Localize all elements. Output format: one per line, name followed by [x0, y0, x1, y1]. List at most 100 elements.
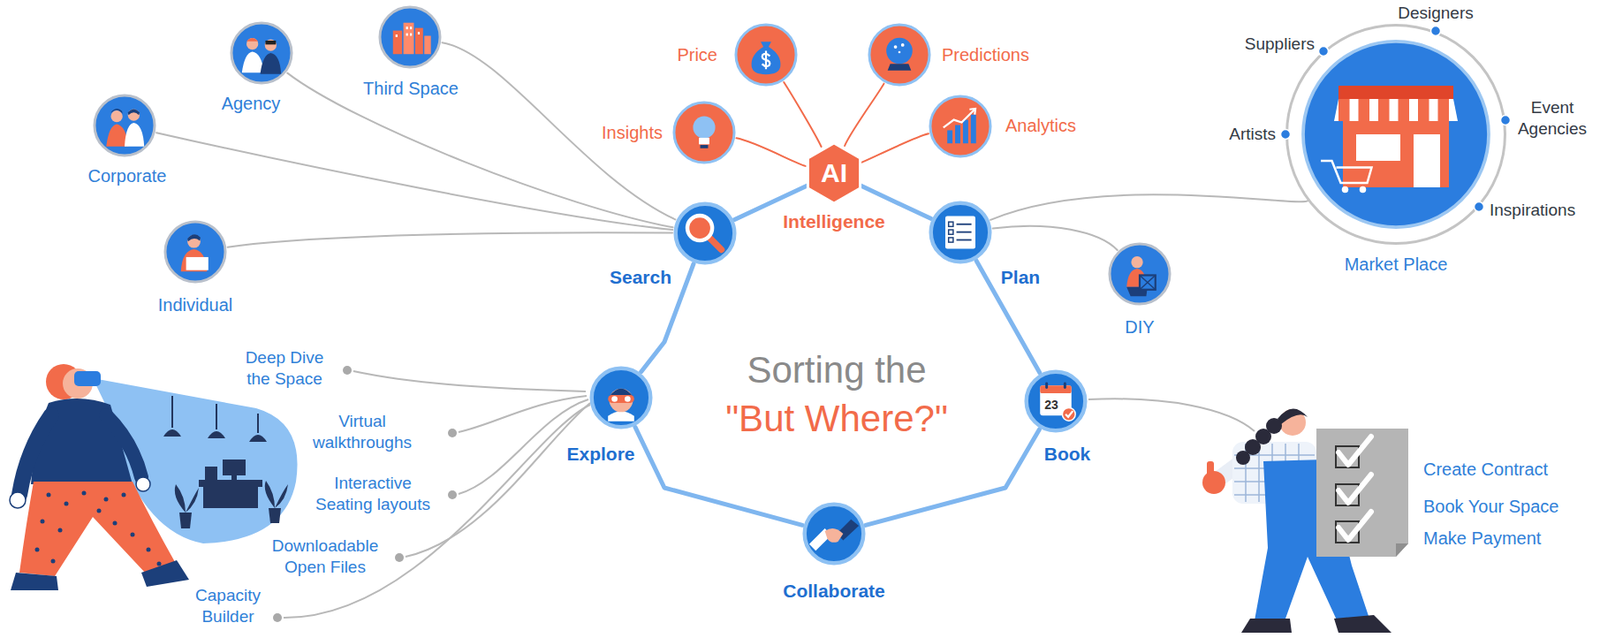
booking-girl-figure — [1277, 408, 1308, 425]
marketplace-circle-shape — [1287, 24, 1506, 243]
booking-girl-figure — [1202, 408, 1409, 633]
book-leader-line — [1088, 398, 1255, 432]
booking-girl-figure — [1338, 511, 1372, 540]
marketplace-dots — [1501, 115, 1511, 126]
connector-line — [635, 426, 803, 525]
marketplace-circle-shape — [1338, 98, 1350, 122]
booking-step: Book Your Space — [1423, 495, 1559, 517]
user-type-circle-shape — [187, 234, 201, 242]
ai-feature-circle-shape — [674, 102, 735, 163]
book-step-shape — [1026, 371, 1086, 432]
book-step-shape — [1063, 382, 1067, 389]
vr-explorer-figure — [136, 477, 151, 492]
explore-feature: Deep Dive the Space — [235, 347, 334, 390]
ai-feature-circle-label: Analytics — [1005, 114, 1077, 137]
vr-explorer-figure — [104, 497, 109, 502]
ai-feature-circle-label: Price — [676, 44, 718, 66]
connector-line — [287, 73, 673, 228]
marketplace-role: Artists — [1228, 124, 1276, 145]
marketplace-dots — [1319, 46, 1329, 57]
marketplace-circle-shape — [1338, 85, 1454, 99]
vr-explorer-figure — [171, 395, 174, 428]
vr-explorer-figure — [215, 403, 218, 430]
connector-line — [865, 429, 1040, 525]
booking-girl-figure — [1241, 618, 1292, 633]
connector-line — [976, 260, 1040, 373]
plan-step-shape — [956, 239, 972, 242]
user-type-circle: Individual — [162, 219, 228, 285]
marketplace-role: Inspirations — [1489, 200, 1576, 221]
ai-feature-circle-shape — [901, 43, 905, 47]
ai-feature-circle-shape — [733, 22, 799, 88]
marketplace-circle-shape — [1418, 98, 1430, 122]
connector-line — [861, 133, 929, 163]
plan-option-circle-shape — [1139, 274, 1156, 289]
vr-explorer-figure — [265, 480, 289, 509]
marketplace-circle-shape — [1356, 134, 1401, 161]
ai-feature-circle-label: Predictions — [941, 44, 1030, 66]
user-type-circle-shape — [395, 34, 398, 38]
vr-explorer-figure — [113, 521, 118, 526]
user-type-circle-shape — [231, 22, 292, 84]
leader-dot — [447, 428, 457, 438]
vr-explorer-figure — [130, 532, 136, 538]
ai-feature-circle-shape — [692, 116, 715, 139]
collaborate-step-label: Collaborate — [782, 579, 886, 602]
marketplace-circle-shape — [1438, 98, 1450, 122]
booking-girl-figure — [1338, 436, 1372, 540]
vr-explorer-figure — [157, 561, 162, 567]
user-type-circle-shape — [409, 33, 412, 37]
plan-step: Plan — [927, 199, 994, 266]
ai-feature-circle: Analytics — [927, 93, 994, 160]
calendar-date: 23 — [1044, 397, 1059, 413]
title-line: "But Where?" — [725, 396, 948, 441]
vr-explorer-figure — [46, 492, 52, 498]
plan-step-shape — [931, 203, 991, 263]
vr-explorer-figure — [198, 479, 263, 487]
vr-explorer-figure — [106, 415, 142, 478]
plan-option-circle-label: DIY — [1124, 316, 1154, 338]
explore-step: Explore — [588, 364, 654, 431]
marketplace-dots — [1281, 129, 1291, 140]
vr-explorer-figure — [9, 492, 26, 509]
explore-leader-lines — [283, 404, 591, 618]
user-type-circle-shape — [228, 20, 295, 86]
explore-leader-lines — [283, 371, 591, 618]
collaborate-step-shape — [825, 528, 844, 543]
ai-feature-circle-shape — [762, 51, 771, 70]
book-step-shape — [1065, 410, 1073, 418]
plan-step-shape — [948, 221, 954, 227]
plan-step-shape — [927, 199, 994, 266]
search-step: Search — [672, 200, 738, 266]
user-type-circle-shape — [128, 109, 140, 122]
search-step-label: Search — [609, 265, 672, 289]
ai-feature-circle-shape — [700, 144, 709, 149]
explore-step-shape — [591, 368, 652, 428]
user-type-circle-shape — [128, 109, 140, 116]
marketplace-circle-shape — [1285, 23, 1507, 245]
user-type-circle-shape — [186, 257, 209, 271]
user-type-circle-shape — [395, 26, 420, 38]
booking-girl-figure — [1395, 543, 1409, 557]
user-type-circle-shape — [393, 30, 402, 55]
vr-explorer-figure — [204, 466, 218, 480]
ai-feature-circle: Predictions — [866, 22, 933, 88]
user-type-circle-shape — [124, 122, 145, 147]
marketplace-role: Suppliers — [1244, 34, 1315, 55]
ai-feature-circle-shape — [947, 129, 953, 144]
plan-step-shape — [948, 237, 954, 243]
vr-explorer-figure — [9, 363, 298, 591]
connector-line — [156, 132, 673, 230]
marketplace-circle-label: Market Place — [1344, 253, 1449, 275]
user-type-circle-shape — [110, 110, 122, 122]
vr-explorer-figure — [141, 560, 190, 587]
vr-explorer-figure — [203, 486, 258, 509]
ai-feature-circle-shape — [927, 93, 994, 160]
marketplace-circle-shape — [1334, 98, 1458, 122]
vr-explorer-figure — [82, 491, 87, 496]
plan-option-circle-shape — [1109, 243, 1170, 304]
search-step-shape — [708, 236, 722, 251]
vr-explorer-figure — [35, 491, 162, 567]
search-step-shape — [675, 204, 736, 264]
